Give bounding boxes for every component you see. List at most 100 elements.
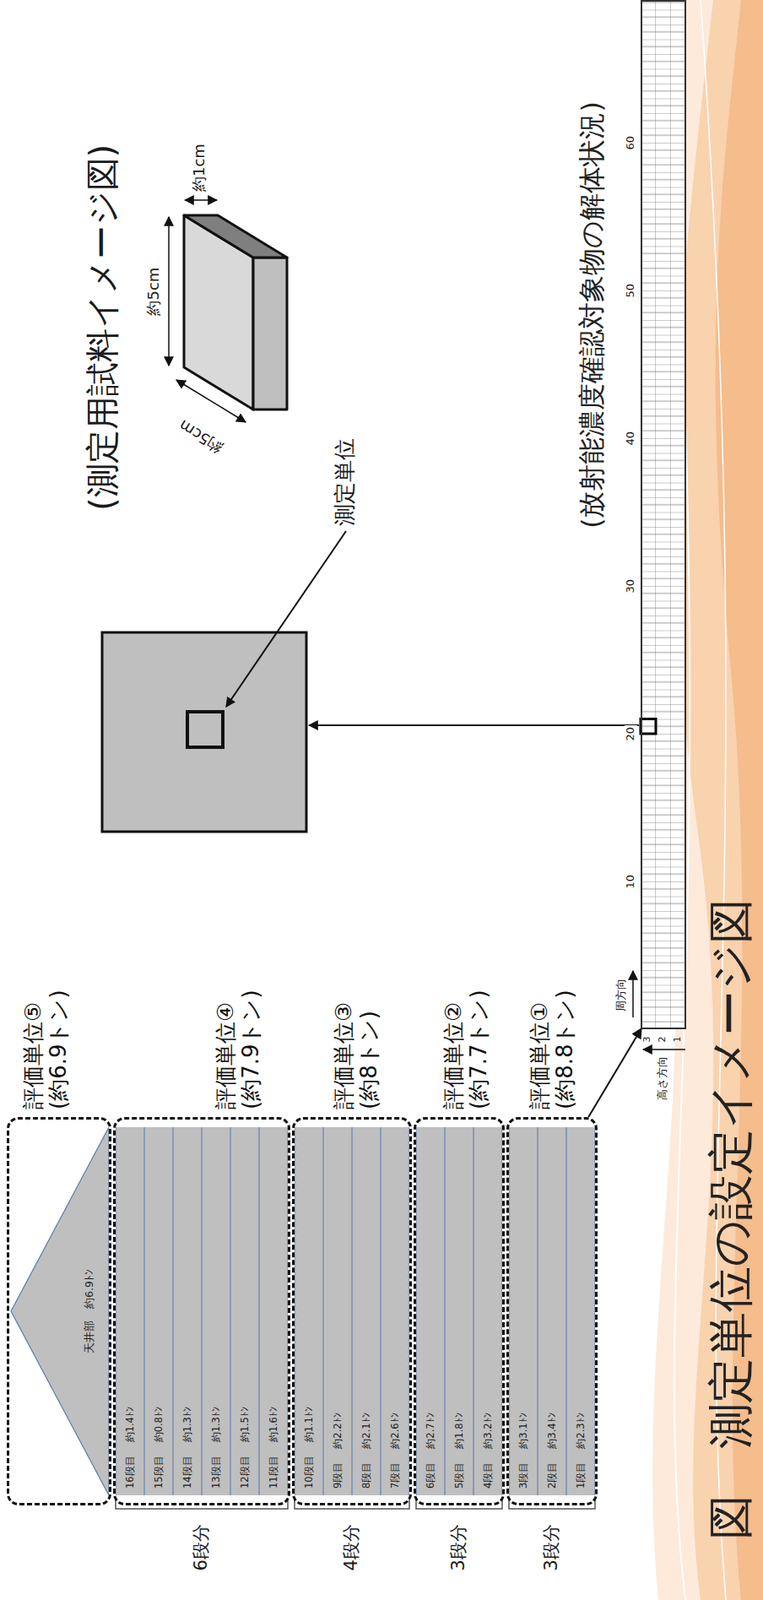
group-label: 評価単位④ — [213, 989, 239, 1110]
text-holder: 7段目 約2.6ﾄﾝ — [381, 1126, 409, 1495]
tier-label: 約1.8ﾄﾝ — [453, 1412, 466, 1448]
evaluation-unit-group: 評価単位④(約7.9トン)16段目約1.4ﾄﾝ15段目約0.8ﾄﾝ14段目約1.… — [113, 1116, 291, 1505]
connector-arrow — [588, 1028, 642, 1117]
column-number: 10 — [624, 872, 638, 891]
unit-square — [187, 711, 223, 747]
tier-label: 天井部 — [82, 1320, 98, 1353]
tier-label: 1段目 — [574, 1461, 588, 1489]
axis-label: 周方向 — [615, 978, 628, 1012]
callout-label: 測定単位 — [332, 438, 358, 526]
tier-band: 11段目 約1.6ﾄﾝ — [259, 1126, 288, 1495]
slab-face — [183, 215, 287, 258]
text-holder: 1段目 約2.3ﾄﾝ — [567, 1126, 595, 1495]
tier-label: 約3.1ﾄﾝ — [517, 1412, 531, 1448]
slab-face — [253, 257, 287, 410]
tier-label: 2段目 — [546, 1461, 559, 1489]
tier-label: 約3.4ﾄﾝ — [546, 1412, 559, 1448]
group-label: (約8トン) — [357, 1001, 383, 1110]
dimension-arrow — [167, 216, 170, 366]
tier-label: 約2.2ﾄﾝ — [331, 1412, 345, 1448]
tier-label: 5段目 — [453, 1461, 466, 1489]
text-holder: 評価単位③(約8トン) — [331, 1001, 383, 1110]
tier-label: 約2.7ﾄﾝ — [424, 1412, 438, 1448]
tier-label: 13段目 — [210, 1455, 223, 1489]
figure-title: 図 測定単位の設定イメージ図 — [705, 898, 756, 1540]
tier-label: 約1.1ﾄﾝ — [303, 1406, 316, 1442]
tier-band: 10段目 約1.1ﾄﾝ — [294, 1126, 324, 1495]
text-holder: 11段目 約1.6ﾄﾝ — [259, 1126, 287, 1495]
grid — [640, 0, 687, 1029]
axis-label: 高さ方向 — [656, 1055, 670, 1100]
panel-square — [102, 632, 307, 832]
text-holder: 15段目約0.8ﾄﾝ — [145, 1126, 173, 1495]
text-holder: 2段目 約3.4ﾄﾝ — [538, 1126, 566, 1495]
evaluation-unit-group: 評価単位①(約8.8トン)3段目約3.1ﾄﾝ2段目約3.4ﾄﾝ1段目約2.3ﾄﾝ — [506, 1116, 598, 1505]
tier-label: 11段目 — [267, 1455, 281, 1489]
evaluation-unit-group: 評価単位②(約7.7トン)6段目約2.7ﾄﾝ5段目約1.8ﾄﾝ4段目約3.2ﾄﾝ — [413, 1116, 505, 1505]
tier-label: 約6.9ﾄﾝ — [82, 1268, 98, 1309]
tier-label: 8段目 — [360, 1461, 374, 1489]
tier-label: 約3.2ﾄﾝ — [481, 1412, 495, 1448]
tier-label: 3段目 — [517, 1461, 531, 1489]
axis-arrow — [632, 970, 634, 1018]
column-number: 30 — [624, 577, 638, 596]
evaluation-unit-group: 評価単位⑤(約6.9トン)天井部約6.9ﾄﾝ — [6, 1116, 112, 1505]
tier-label: 約2.3ﾄﾝ — [574, 1412, 588, 1448]
dimension-label: 約5cm — [176, 416, 227, 457]
text-holder: 13段目 約1.3ﾄﾝ — [202, 1126, 230, 1495]
tier-label: 16段目 — [124, 1455, 137, 1489]
group-label: (約7.7トン) — [466, 989, 493, 1110]
group-label: (約7.9トン) — [238, 989, 265, 1110]
text-holder: 9段目約2.2ﾄﾝ — [324, 1126, 352, 1495]
group-label: 評価単位② — [441, 989, 467, 1110]
text-holder: 12段目 約1.5ﾄﾝ — [231, 1126, 259, 1495]
tier-label: 約1.6ﾄﾝ — [267, 1406, 281, 1442]
group-label: 評価単位⑤ — [21, 989, 47, 1110]
tier-label: 10段目 — [303, 1455, 316, 1489]
dome-outline — [10, 1126, 109, 1495]
tier-label: 約2.6ﾄﾝ — [389, 1412, 402, 1448]
tier-label: 約1.5ﾄﾝ — [238, 1406, 252, 1442]
pointer-arrow — [308, 724, 639, 726]
tier-band: 3段目 約3.1ﾄﾝ — [508, 1126, 538, 1495]
evaluation-unit-group: 評価単位③(約8トン)10段目約1.1ﾄﾝ9段目約2.2ﾄﾝ8段目約2.1ﾄﾝ7… — [292, 1116, 412, 1505]
text-holder: 5段目 約1.8ﾄﾝ — [445, 1126, 473, 1495]
wave-band — [674, 0, 763, 1600]
tier-label: 7段目 — [389, 1461, 402, 1489]
text-holder: 3段目 約3.1ﾄﾝ — [509, 1126, 537, 1495]
figure-caption: (放射能濃度確認対象物の解体状況) — [573, 101, 612, 529]
tier-label: 12段目 — [238, 1455, 252, 1489]
tier-band: 4段目約3.2ﾄﾝ — [473, 1126, 503, 1495]
sample-heading: (測定用試料イメージ図) — [82, 144, 122, 511]
row-number: 2 — [657, 1036, 669, 1043]
tier-band: 15段目約0.8ﾄﾝ — [144, 1126, 174, 1495]
bracket-label: 6段分 — [190, 1523, 212, 1570]
text-holder: 8段目 約2.1ﾄﾝ — [352, 1126, 380, 1495]
tier-band: 12段目 約1.5ﾄﾝ — [230, 1126, 260, 1495]
tier-label: 約1.3ﾄﾝ — [181, 1406, 195, 1442]
dimension-arrow — [184, 199, 217, 201]
tier-band: 16段目 約1.4ﾄﾝ — [115, 1126, 145, 1495]
leader-line — [226, 530, 347, 707]
tier-label: 約1.4ﾄﾝ — [124, 1406, 137, 1442]
ceiling-dome: 天井部 約6.9ﾄﾝ — [9, 1126, 109, 1495]
text-holder: 評価単位⑤(約6.9トン) — [21, 989, 72, 1110]
marked-cell — [640, 719, 656, 735]
tier-band: 1段目 約2.3ﾄﾝ — [566, 1126, 596, 1495]
text-holder: 6段目約2.7ﾄﾝ — [416, 1126, 444, 1495]
tier-band: 6段目約2.7ﾄﾝ — [416, 1126, 445, 1495]
group-label: 評価単位③ — [331, 1001, 358, 1110]
text-holder: 14段目約1.3ﾄﾝ — [173, 1126, 201, 1495]
dimension-arrow — [176, 379, 246, 423]
tier-label: 約1.3ﾄﾝ — [210, 1406, 223, 1442]
tier-band: 5段目 約1.8ﾄﾝ — [444, 1126, 474, 1495]
dimension-label: 約5cm — [145, 267, 163, 316]
text-holder: 評価単位①(約8.8トン) — [527, 989, 579, 1110]
tier-label: 約2.1ﾄﾝ — [360, 1412, 374, 1448]
bracket-label: 3段分 — [541, 1523, 562, 1570]
column-number: 20 — [624, 725, 638, 743]
bracket-label: 3段分 — [448, 1523, 469, 1570]
tier-band: 7段目 約2.6ﾄﾝ — [380, 1126, 410, 1495]
dimension-label: 約1cm — [190, 143, 209, 192]
